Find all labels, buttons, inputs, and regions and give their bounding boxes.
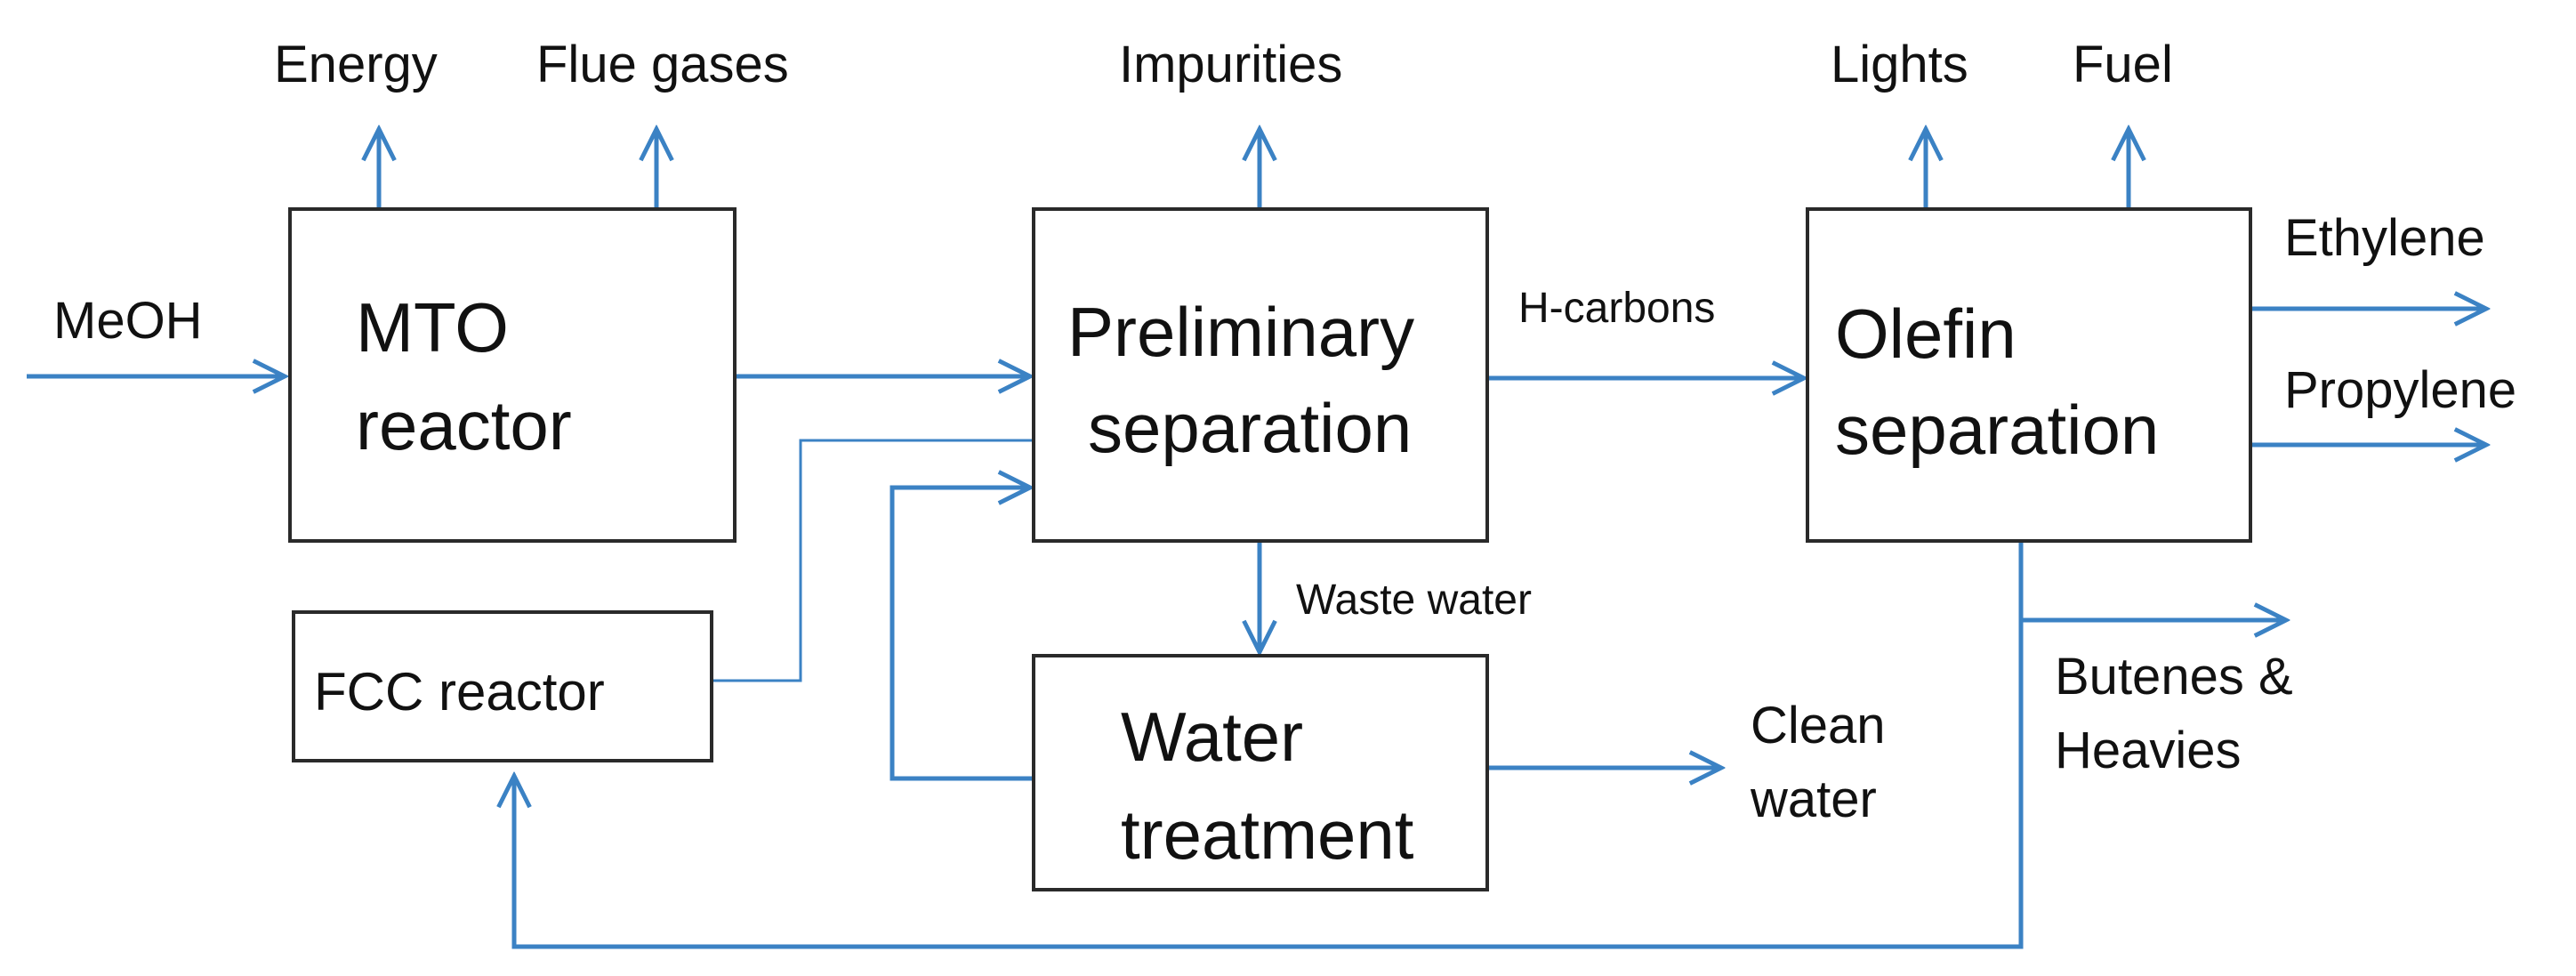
meoh-label: MeOH [53, 292, 203, 350]
fuel-label: Fuel [2073, 36, 2173, 93]
olefin-separation-box: Olefin separation [1806, 207, 2252, 543]
recycle-to-fcc-arrow [514, 620, 2024, 949]
olefin-separation-label-1: Olefin [1835, 294, 2017, 373]
clean-water-label-1: Clean [1751, 697, 1886, 754]
impurities-label: Impurities [1119, 36, 1342, 93]
flue-gases-label: Flue gases [536, 36, 789, 93]
butenes-heavies-label-1: Butenes & [2055, 648, 2293, 706]
preliminary-separation-label-2: separation [1088, 389, 1412, 467]
fcc-reactor-box: FCC reactor [292, 610, 713, 762]
preliminary-separation-label-1: Preliminary [1067, 293, 1414, 371]
energy-label: Energy [274, 36, 438, 93]
mto-reactor-label-1: MTO [356, 288, 509, 367]
water-treatment-box: Water treatment [1032, 654, 1489, 891]
butenes-heavies-label-2: Heavies [2055, 722, 2242, 779]
clean-water-label-2: water [1750, 770, 1877, 828]
waste-water-label: Waste water [1296, 577, 1532, 624]
h-carbons-label: H-carbons [1518, 285, 1715, 332]
ethylene-label: Ethylene [2284, 209, 2485, 267]
fcc-reactor-label: FCC reactor [314, 662, 605, 722]
lights-label: Lights [1831, 36, 1968, 93]
water-treatment-label-1: Water [1121, 698, 1303, 776]
water-treatment-label-2: treatment [1121, 795, 1414, 874]
mto-reactor-box: MTO reactor [288, 207, 737, 543]
mto-reactor-label-2: reactor [356, 386, 572, 464]
butenes-heavies-arrow [2018, 541, 2286, 620]
olefin-separation-label-2: separation [1835, 391, 2159, 469]
propylene-label: Propylene [2284, 361, 2516, 419]
water-recycle-arrow [890, 488, 1034, 781]
preliminary-separation-box: Preliminary separation [1032, 207, 1489, 543]
fcc-to-prelim-line [712, 439, 1034, 682]
